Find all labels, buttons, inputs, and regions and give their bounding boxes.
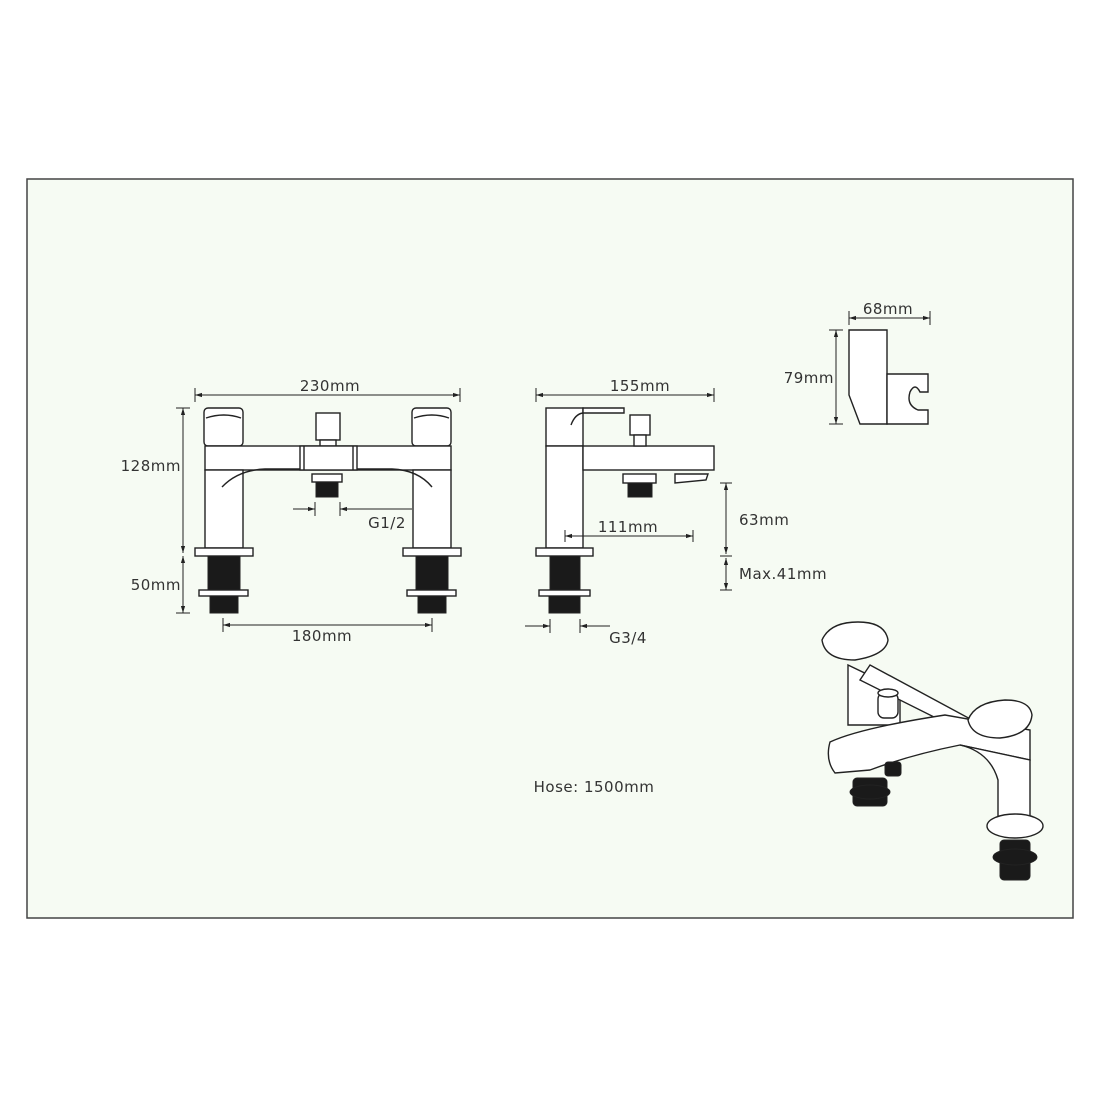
- right-tail: [402, 547, 462, 614]
- centres-label: 180mm: [292, 627, 352, 645]
- diverter-knob: [315, 412, 341, 441]
- side-spout: [582, 445, 715, 471]
- front-height-label: 128mm: [121, 457, 181, 475]
- left-handle: [203, 407, 244, 447]
- deck-thickness-label: Max.41mm: [739, 565, 827, 583]
- outlet-thread-label: G1/2: [368, 514, 406, 532]
- front-width-label: 230mm: [300, 377, 360, 395]
- hose-outlet-thread: [315, 481, 339, 498]
- right-handle: [411, 407, 452, 447]
- shower-holder: 68mm 79mm: [784, 300, 931, 425]
- holder-width-label: 68mm: [863, 300, 913, 318]
- spout-reach-label: 111mm: [598, 518, 658, 536]
- isometric-view: [821, 621, 1044, 881]
- side-depth-label: 155mm: [610, 377, 670, 395]
- isometric-tails: [849, 761, 1038, 881]
- holder-height-label: 79mm: [784, 369, 834, 387]
- side-view: 155mm 111mm 63mm Max.41mm G3/4: [525, 377, 827, 647]
- spout-height-label: 63mm: [739, 511, 789, 529]
- left-tail: [194, 547, 254, 614]
- right-leg: [412, 469, 452, 549]
- front-view: 230mm 128mm 50mm 180mm G1/2: [121, 377, 462, 645]
- inlet-thread-label: G3/4: [609, 629, 647, 647]
- thread-length-label: 50mm: [131, 576, 181, 594]
- diverter-block: [299, 445, 358, 471]
- left-leg: [204, 469, 244, 549]
- hose-length-label: Hose: 1500mm: [534, 778, 655, 796]
- side-handle: [545, 407, 584, 447]
